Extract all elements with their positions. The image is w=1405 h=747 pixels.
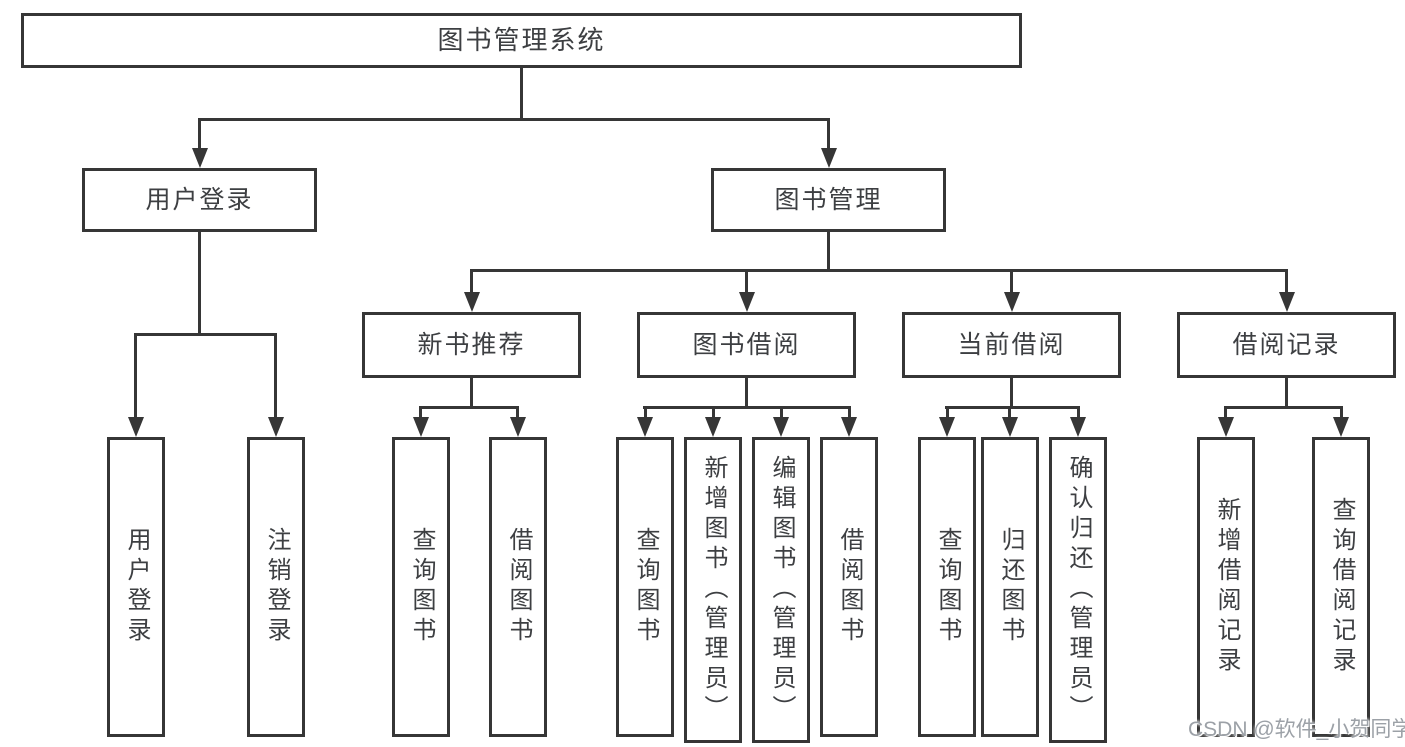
- arrow-down-icon: [192, 148, 208, 168]
- arrow-down-icon: [1218, 417, 1234, 437]
- connector-line: [827, 230, 830, 272]
- connector-line: [945, 406, 1079, 409]
- node-label: 新书推荐: [417, 331, 526, 359]
- node-label: 当前借阅: [957, 331, 1066, 359]
- node-book-borrowing: 图书借阅: [637, 312, 856, 378]
- connector-line: [516, 406, 519, 420]
- connector-line: [520, 66, 523, 120]
- arrow-down-icon: [268, 417, 284, 437]
- connector-line: [712, 406, 715, 420]
- arrow-down-icon: [128, 417, 144, 437]
- arrow-down-icon: [939, 417, 955, 437]
- connector-line: [644, 406, 647, 420]
- arrow-down-icon: [773, 417, 789, 437]
- connector-line: [1285, 376, 1288, 409]
- arrow-down-icon: [510, 417, 526, 437]
- connector-line: [1008, 406, 1011, 420]
- connector-line: [198, 230, 201, 336]
- node-label: 查询图书: [408, 527, 435, 647]
- connector-line: [1010, 376, 1013, 409]
- leaf-query-borrow-record: 查询借阅记录: [1312, 437, 1370, 737]
- connector-line: [134, 333, 137, 419]
- node-new-book-recommendation: 新书推荐: [362, 312, 581, 378]
- connector-line: [643, 406, 850, 409]
- node-label: 注销登录: [263, 527, 290, 647]
- leaf-return-books: 归还图书: [981, 437, 1039, 737]
- leaf-borrow-books-recommend: 借阅图书: [489, 437, 547, 737]
- arrow-down-icon: [705, 417, 721, 437]
- node-label: 编辑图书（管理员）: [768, 455, 795, 725]
- connector-line: [420, 406, 519, 409]
- node-user-login: 用户登录: [82, 168, 317, 232]
- arrow-down-icon: [821, 148, 837, 168]
- arrow-down-icon: [1279, 292, 1295, 312]
- node-label: 图书管理: [774, 186, 883, 214]
- arrow-down-icon: [841, 417, 857, 437]
- leaf-confirm-return-admin: 确认归还（管理员）: [1049, 437, 1107, 743]
- leaf-query-books-borrowing: 查询图书: [616, 437, 674, 737]
- connector-line: [1077, 406, 1080, 420]
- arrow-down-icon: [1002, 417, 1018, 437]
- node-library-management-system: 图书管理系统: [21, 13, 1022, 68]
- connector-line: [827, 118, 830, 153]
- csdn-watermark: CSDN @软件_小贺同学: [1188, 718, 1405, 741]
- connector-line: [198, 118, 201, 153]
- connector-line: [1224, 406, 1342, 409]
- node-label: 借阅记录: [1232, 331, 1341, 359]
- arrow-down-icon: [1004, 292, 1020, 312]
- connector-line: [946, 406, 949, 420]
- node-label: 新增图书（管理员）: [700, 455, 727, 725]
- node-book-management: 图书管理: [711, 168, 946, 232]
- connector-line: [745, 376, 748, 409]
- node-label: 查询借阅记录: [1328, 497, 1355, 677]
- node-label: 借阅图书: [836, 527, 863, 647]
- leaf-add-borrow-record: 新增借阅记录: [1197, 437, 1255, 737]
- arrow-down-icon: [464, 292, 480, 312]
- connector-line: [135, 333, 277, 336]
- leaf-query-books-current: 查询图书: [918, 437, 976, 737]
- node-label: 用户登录: [145, 186, 254, 214]
- node-label: 查询图书: [632, 527, 659, 647]
- connector-line: [274, 333, 277, 419]
- arrow-down-icon: [1070, 417, 1086, 437]
- connector-line: [470, 269, 1288, 272]
- connector-line: [470, 376, 473, 409]
- connector-line: [419, 406, 422, 420]
- arrow-down-icon: [413, 417, 429, 437]
- node-label: 归还图书: [997, 527, 1024, 647]
- node-current-borrowing: 当前借阅: [902, 312, 1121, 378]
- node-label: 查询图书: [934, 527, 961, 647]
- leaf-logout: 注销登录: [247, 437, 305, 737]
- connector-line: [198, 118, 830, 121]
- connector-line: [470, 269, 473, 295]
- leaf-query-books-recommend: 查询图书: [392, 437, 450, 737]
- connector-line: [848, 406, 851, 420]
- connector-line: [1340, 406, 1343, 420]
- arrow-down-icon: [739, 292, 755, 312]
- arrow-down-icon: [637, 417, 653, 437]
- node-label: 新增借阅记录: [1213, 497, 1240, 677]
- node-label: 图书借阅: [692, 331, 801, 359]
- node-label: 确认归还（管理员）: [1065, 455, 1092, 725]
- node-label: 用户登录: [123, 527, 150, 647]
- connector-line: [1224, 406, 1227, 420]
- leaf-user-login: 用户登录: [107, 437, 165, 737]
- leaf-add-books-admin: 新增图书（管理员）: [684, 437, 742, 743]
- connector-line: [1010, 269, 1013, 295]
- connector-line: [745, 269, 748, 295]
- node-label: 图书管理系统: [437, 24, 606, 55]
- node-label: 借阅图书: [505, 527, 532, 647]
- leaf-edit-books-admin: 编辑图书（管理员）: [752, 437, 810, 743]
- leaf-borrow-books-borrowing: 借阅图书: [820, 437, 878, 737]
- arrow-down-icon: [1333, 417, 1349, 437]
- connector-line: [1285, 269, 1288, 295]
- connector-line: [780, 406, 783, 420]
- node-borrowing-records: 借阅记录: [1177, 312, 1396, 378]
